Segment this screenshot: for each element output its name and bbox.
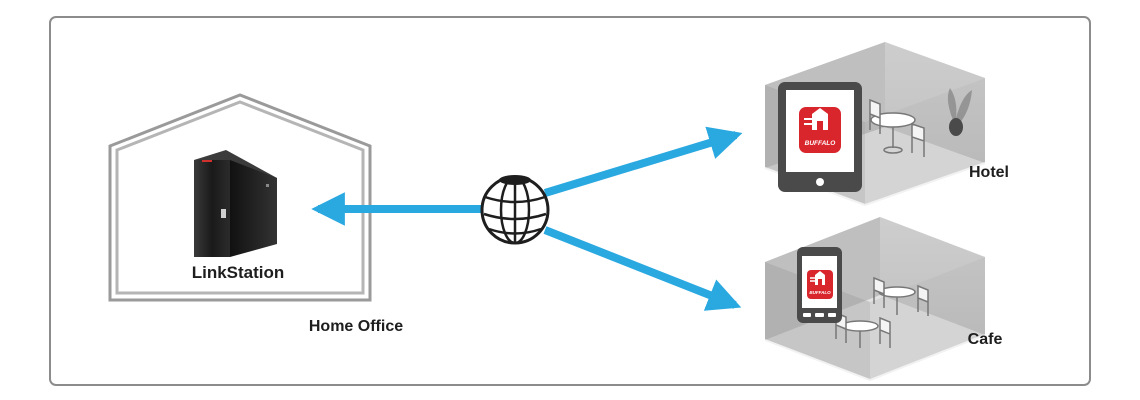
arrow-to-cafe xyxy=(543,226,742,311)
hotel-label: Hotel xyxy=(969,164,1009,181)
nas-device-icon xyxy=(194,150,277,257)
buffalo-app-icon: BUFFALO xyxy=(799,107,841,153)
buffalo-app-icon-small: BUFFALO xyxy=(807,270,833,299)
smartphone-icon: BUFFALO xyxy=(797,247,842,323)
buffalo-logo-text: BUFFALO xyxy=(805,140,836,147)
home-office-label: Home Office xyxy=(309,318,403,335)
linkstation-label: LinkStation xyxy=(192,263,285,282)
globe-icon xyxy=(480,175,550,245)
tablet-icon: BUFFALO xyxy=(778,82,862,192)
cafe-label: Cafe xyxy=(968,331,1003,348)
arrow-to-hotel xyxy=(543,126,743,197)
buffalo-logo-text-small: BUFFALO xyxy=(809,290,831,295)
